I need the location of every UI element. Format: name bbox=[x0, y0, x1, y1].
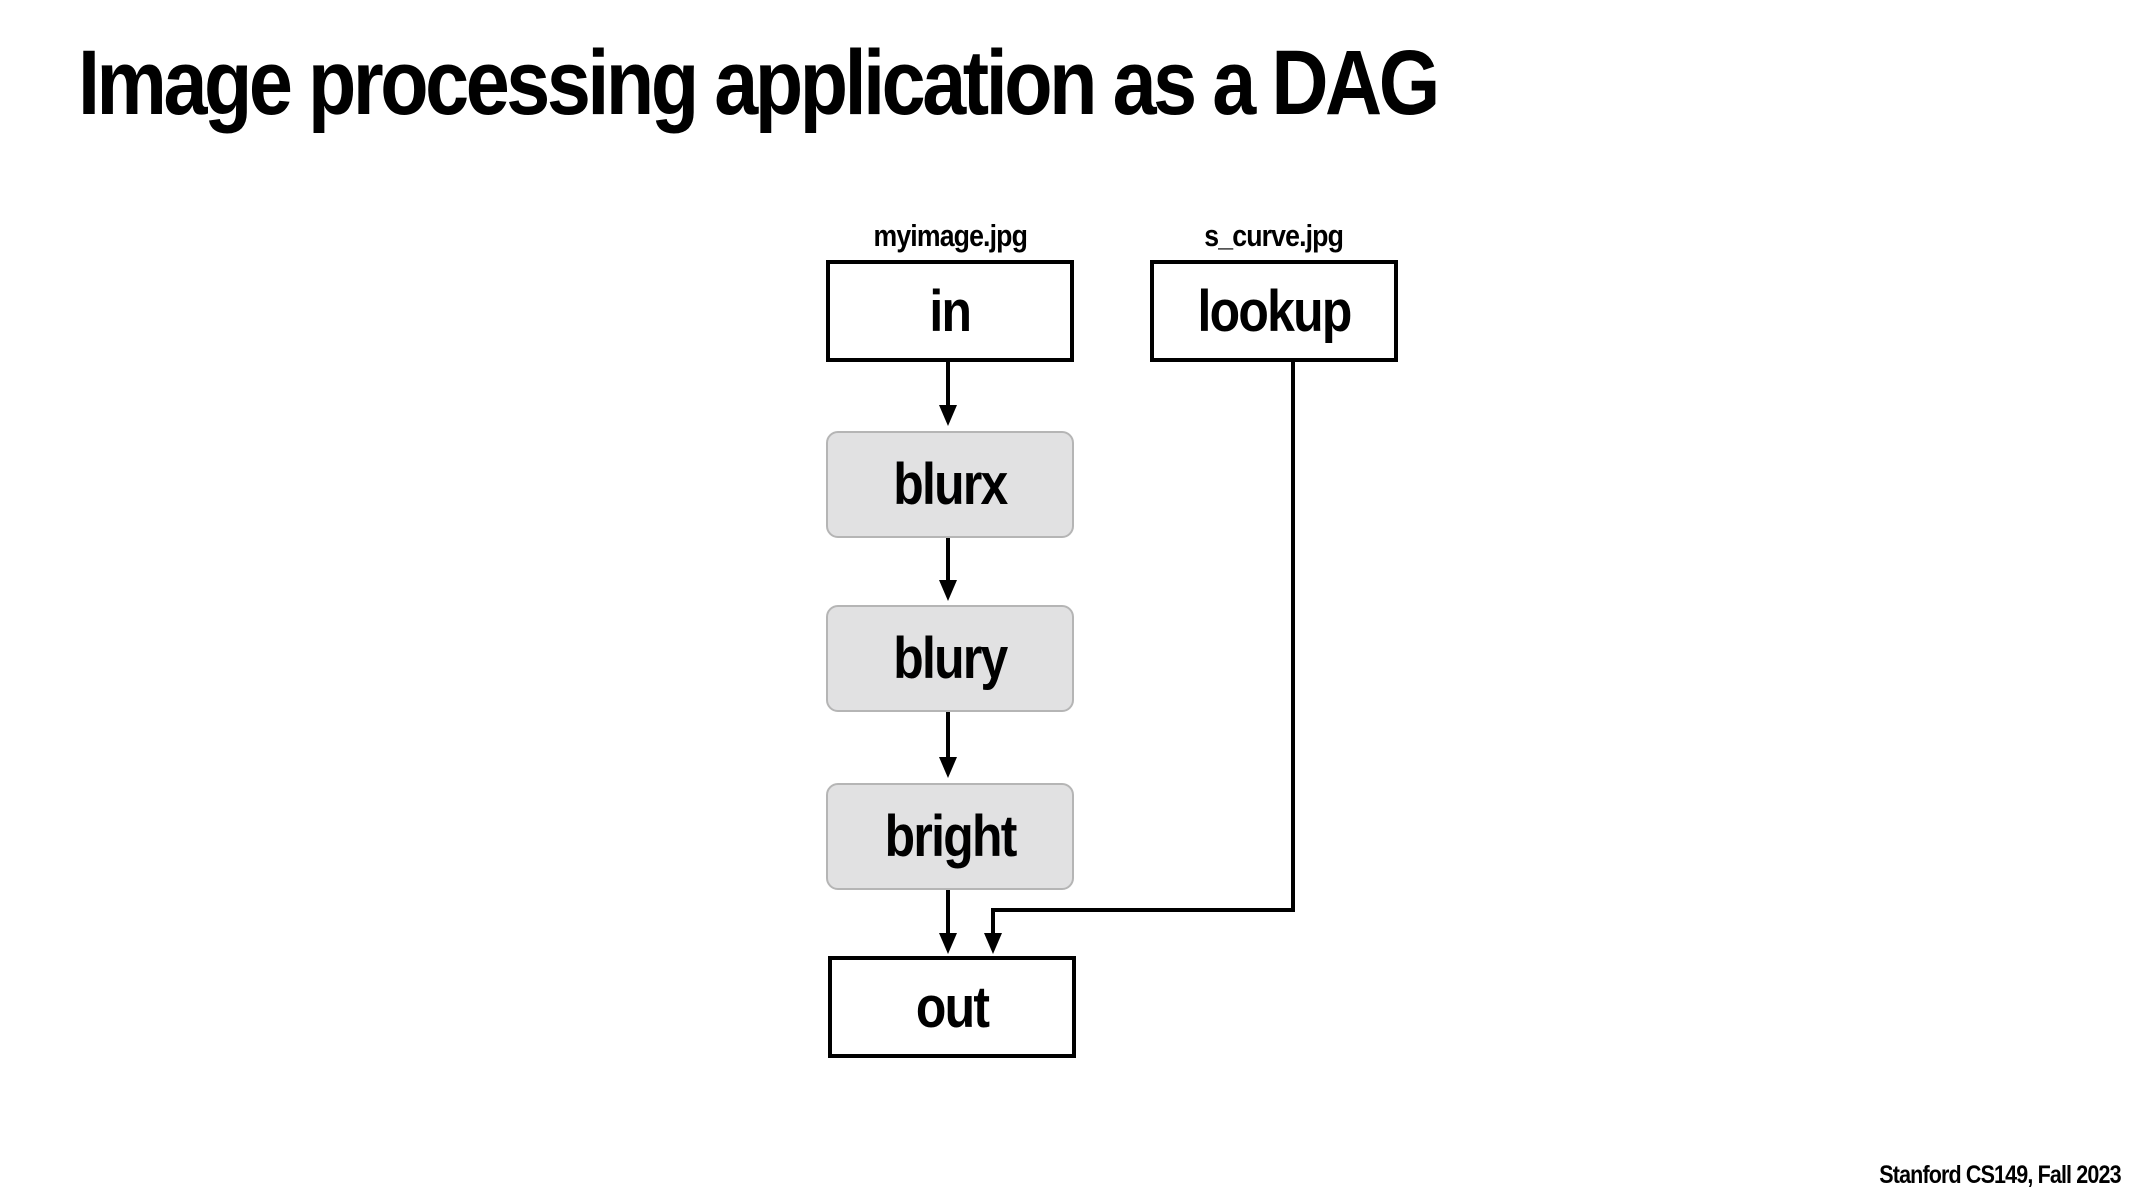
node-lookup: lookup bbox=[1150, 260, 1398, 362]
slide-title: Image processing application as a DAG bbox=[78, 32, 1440, 134]
node-blury: blury bbox=[826, 605, 1074, 712]
footer-course-label: Stanford CS149, Fall 2023 bbox=[1879, 1161, 2122, 1189]
edge-lookup-out bbox=[991, 362, 1295, 945]
node-in-caption: myimage.jpg bbox=[873, 218, 1027, 253]
edge-blury-bright-head bbox=[939, 757, 957, 778]
node-bright: bright bbox=[826, 783, 1074, 890]
node-blurx: blurx bbox=[826, 431, 1074, 538]
edge-bright-out-head bbox=[939, 933, 957, 954]
node-in: in bbox=[826, 260, 1074, 362]
edge-lookup-out-head bbox=[984, 933, 1002, 954]
node-lookup-caption: s_curve.jpg bbox=[1204, 218, 1345, 253]
node-out: out bbox=[828, 956, 1076, 1058]
edge-blurx-blury-head bbox=[939, 580, 957, 601]
edge-in-blurx-head bbox=[939, 405, 957, 426]
